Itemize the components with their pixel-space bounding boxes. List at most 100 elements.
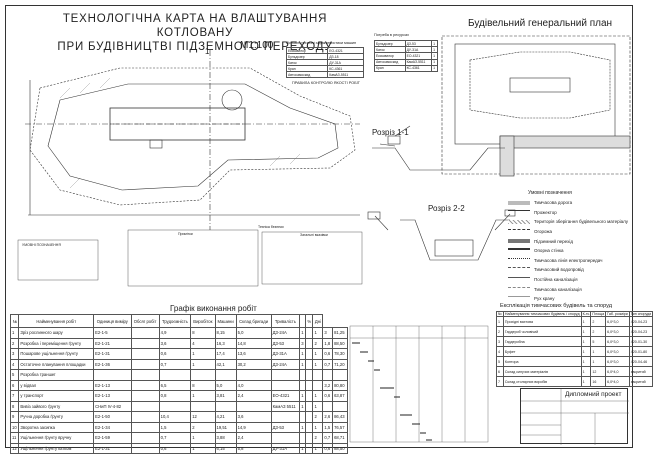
legend-label: Тимчасова каналізація [534, 286, 582, 292]
table-cell: Виробіток [190, 314, 216, 328]
notes-tech-title: Техніка безпеки [258, 225, 284, 229]
title-line-2: ПРИ БУДІВНИЦТВІ ПІДЗЕМНОГО ПЕРЕХОДУ [57, 41, 333, 53]
table-cell: Машини [214, 314, 237, 328]
section-mark-1: 1 [205, 47, 210, 56]
scale-label: М1:100 [240, 40, 274, 51]
title-line-1: ТЕХНОЛОГІЧНА КАРТА НА ВЛАШТУВАННЯ КОТЛОВ… [62, 13, 328, 39]
table-cell: Гардеробна [502, 336, 582, 347]
legend-symbol [508, 257, 530, 263]
table-cell: 6,0*4,0 [605, 376, 630, 387]
table-cell: 16 [590, 376, 607, 387]
params-table-title: Основні технічні характеристики машин [286, 41, 357, 45]
section-1-1-title: Розріз 1-1 [372, 128, 409, 137]
table-cell: 5,8 [235, 442, 272, 454]
table-cell: 1 [312, 442, 324, 454]
table-cell: ДУ-31А [270, 442, 301, 454]
table-cell: Склад столярних виробів [502, 376, 582, 387]
legend-item: Тимчасова дорога [508, 198, 628, 208]
drawing-title: ТЕХНОЛОГІЧНА КАРТА НА ВЛАШТУВАННЯ КОТЛОВ… [30, 12, 360, 54]
table-cell: 1 [590, 356, 607, 367]
legend-label: Огорожа [534, 229, 553, 235]
legend-item: Тимчасова лінія електропередач [508, 256, 628, 266]
table-cell: Обсяг робіт [130, 314, 160, 328]
table-cell: Ущільнення ґрунту катком [18, 442, 95, 454]
table-cell: 6 [496, 366, 504, 377]
table-cell: 420-01-80 [628, 346, 653, 357]
table-cell: 6,0*4,0 [605, 366, 630, 377]
table-cell: Тривалість [270, 314, 301, 328]
table-cell: 12 [590, 366, 607, 377]
table-cell: КамАЗ-5511 [327, 71, 364, 78]
section-2-2-title: Розріз 2-2 [428, 204, 465, 213]
legend-item: Тимчасовий водопровід [508, 265, 628, 275]
title-block-grid [521, 389, 629, 445]
table-cell: Тип споруди [628, 311, 653, 317]
table-cell: 2 [496, 326, 504, 337]
legend-label: Постійна каналізація [534, 277, 578, 283]
legend-label: Опорна стінка [534, 248, 564, 254]
table-cell: Склад сипучих матеріалів [502, 366, 582, 377]
table-cell: Контора [502, 356, 582, 367]
notes-mid-title: Примітки [178, 232, 193, 236]
table-cell: 3 [496, 336, 504, 347]
legend-symbol [508, 229, 530, 234]
site-plan-title: Будівельний генеральний план [468, 18, 613, 29]
table-cell: Габ. розміри [605, 311, 630, 317]
drawing-linework [17, 35, 631, 287]
legend-label: Тимчасова лінія електропередач [534, 257, 603, 263]
table-cell: Найменування тимчасових будівель і спору… [502, 311, 582, 317]
table-cell: Автосамоскид [285, 71, 329, 78]
table-cell: 420-01-30 [628, 336, 653, 347]
table-cell: 7 [496, 376, 504, 387]
table-cell: 4 [496, 346, 504, 357]
gantt-area [349, 325, 489, 443]
table-cell: 1 [580, 356, 592, 367]
legend-symbol [508, 277, 530, 282]
table-cell: 1 [431, 64, 438, 72]
table-cell: 5 [496, 356, 504, 367]
table-cell: Склад бригади [235, 314, 272, 328]
schedule-title: Графік виконання робіт [170, 304, 257, 313]
table-cell: 6,0*3,0 [605, 356, 630, 367]
table-cell: 1 [580, 376, 592, 387]
legend-item: Прожектор [508, 208, 628, 218]
table-cell: Одиниця виміру [93, 314, 132, 328]
table-cell: Гардероб чоловічий [502, 326, 582, 337]
legend-label: Рух крану [534, 296, 555, 302]
site-plan-drawing [441, 35, 631, 177]
table-cell: Трудоємність [158, 314, 192, 328]
legend-symbol [508, 209, 530, 215]
table-cell: 1 [580, 366, 592, 377]
legend-item: Опорна стінка [508, 246, 628, 256]
excavation-plan [25, 50, 360, 230]
table-cell: Дні [312, 314, 324, 328]
table-cell: 2 [590, 316, 607, 327]
legend-label: Тимчасова дорога [534, 200, 573, 206]
table-cell: 420-04-23 [628, 316, 653, 327]
table-cell: 1 [580, 346, 592, 357]
legend-symbol [508, 200, 530, 205]
table-cell: Буфет [502, 346, 582, 357]
legend-item: Тимчасова каналізація [508, 284, 628, 294]
resources-table-title: Потреба в ресурсах [374, 33, 410, 37]
legend-item: Територія зберігання будівельного матері… [508, 217, 628, 227]
table-cell [130, 442, 160, 454]
table-cell: 6,0*3,0 [605, 316, 630, 327]
table-cell: 6,15 [214, 442, 237, 454]
table-cell: 6,0*3,0 [605, 326, 630, 337]
table-cell: 6,0*3,0 [605, 336, 630, 347]
quality-title: ПРАВИЛА КОНТРОЛЮ ЯКОСТІ РОБІТ [292, 81, 360, 85]
